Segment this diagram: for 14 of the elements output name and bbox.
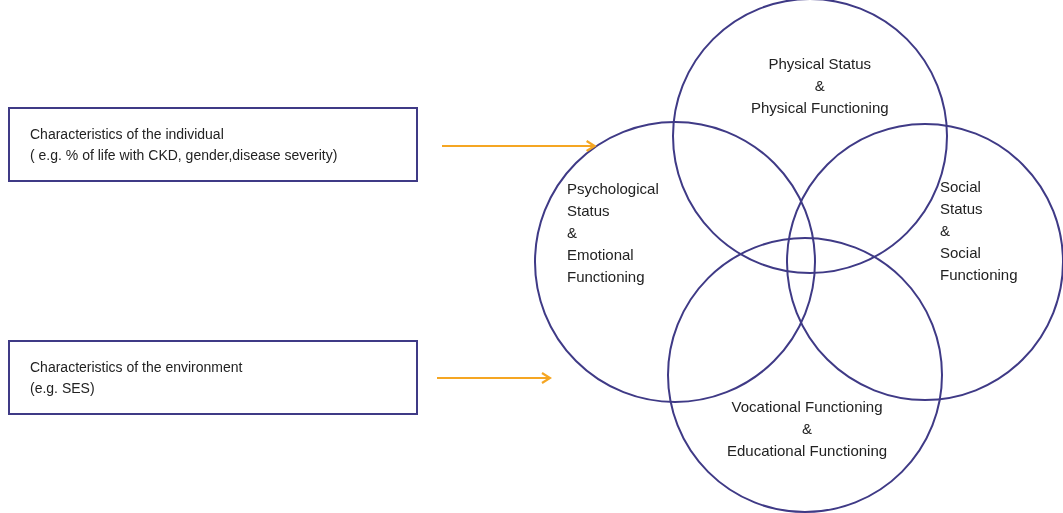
circle-label: Physical Status & Physical Functioning	[751, 54, 889, 118]
vocational-circle	[667, 237, 943, 513]
box-text: Characteristics of the environment	[30, 357, 244, 377]
psychological-circle	[534, 121, 816, 403]
box-text: (e.g. SES)	[30, 378, 96, 398]
circle-label: Psychological Status & Emotional Functioning	[567, 179, 659, 287]
characteristics-box	[8, 107, 418, 182]
box-text: ( e.g. % of life with CKD, gender,disease severity)	[30, 145, 339, 165]
circle-label: Social Status & Social Functioning	[940, 177, 1018, 285]
characteristics-box	[8, 340, 418, 415]
arrow	[441, 139, 596, 153]
circle-label: Vocational Functioning & Educational Functioning	[727, 397, 888, 461]
box-text: Characteristics of the individual	[30, 124, 225, 144]
arrow	[436, 371, 552, 385]
